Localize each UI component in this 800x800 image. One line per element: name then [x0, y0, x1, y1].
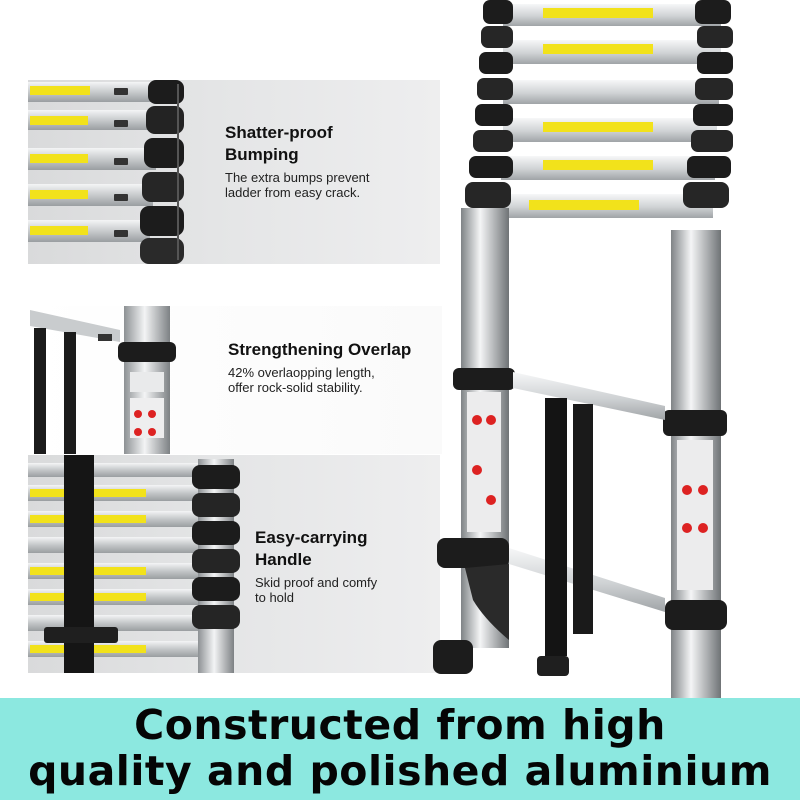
collapsed-rung-stack — [501, 4, 721, 218]
handle-strap — [44, 455, 118, 673]
warning-label-left — [467, 392, 501, 532]
banner-text: Constructed from high quality and polish… — [0, 702, 800, 794]
feature-title: Strengthening Overlap — [228, 340, 412, 359]
feature-panel-overlap — [30, 306, 442, 454]
handle-closeup-illustration — [28, 455, 240, 673]
feature-panel-handle — [28, 455, 440, 673]
ladder-strap-right — [573, 404, 593, 634]
top-bumpers-right — [683, 0, 733, 208]
banner-line-1: Constructed from high — [134, 701, 666, 749]
banner-line-2: quality and polished aluminium — [28, 747, 772, 795]
feature-panel-bumping — [28, 80, 440, 264]
feature-caption-overlap: Strengthening Overlap 42% overlaopping l… — [228, 339, 411, 395]
upper-extended-rung — [513, 372, 665, 420]
rung-stack — [28, 82, 163, 242]
top-bumpers-left — [465, 0, 513, 208]
bottom-banner: Constructed from high quality and polish… — [0, 698, 800, 800]
ladder-foot — [433, 640, 473, 674]
bumper-stack — [140, 80, 184, 264]
warning-label-right — [677, 440, 713, 590]
overlap-closeup-illustration — [30, 306, 176, 454]
strap-buckle — [537, 656, 569, 676]
ladder-strap-left — [545, 398, 567, 656]
handle-bumpers — [192, 459, 240, 673]
bumper-closeup-illustration — [28, 80, 184, 264]
feature-description: 42% overlaopping length,offer rock-solid… — [228, 365, 375, 395]
telescopic-ladder-illustration — [433, 0, 733, 700]
